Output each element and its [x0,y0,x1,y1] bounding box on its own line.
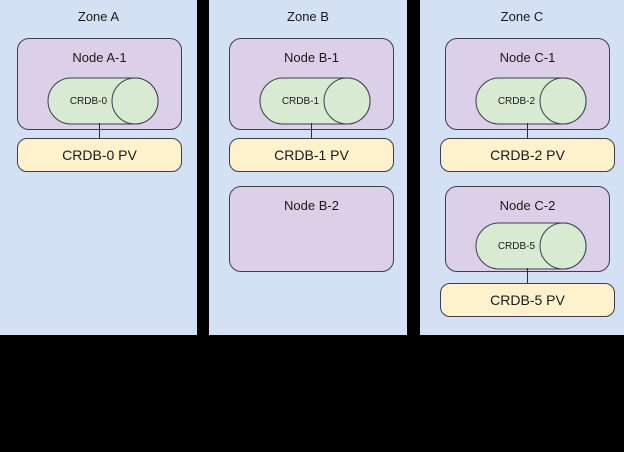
pod-crdb-1[interactable]: CRDB-1 [259,77,371,125]
cylinder-icon [475,77,587,125]
node-a-1-title: Node A-1 [72,50,127,65]
zone-b: Zone B Node B-1 CRDB-1 CRDB-1 PV Node B-… [209,0,407,335]
pv-crdb-1-label: CRDB-1 PV [274,146,349,163]
pv-crdb-5[interactable]: CRDB-5 PV [440,283,615,317]
cylinder-icon [47,77,159,125]
zone-c: Zone C Node C-1 CRDB-2 CRDB-2 PV Node C-… [420,0,624,335]
pv-crdb-0[interactable]: CRDB-0 PV [17,138,182,172]
zone-a-title: Zone A [77,9,120,24]
node-c-1-title: Node C-1 [499,50,556,65]
connector-node-a-1-to-pv [99,123,100,139]
node-c-2[interactable]: Node C-2 CRDB-5 [445,186,610,272]
node-c-2-title: Node C-2 [499,198,556,213]
node-c-1[interactable]: Node C-1 CRDB-2 [445,38,610,130]
pod-crdb-0[interactable]: CRDB-0 [47,77,159,125]
node-b-2-title: Node B-2 [284,198,339,213]
connector-node-c-1-to-pv [527,123,528,139]
pod-crdb-2[interactable]: CRDB-2 [475,77,587,125]
pod-crdb-5[interactable]: CRDB-5 [475,222,587,270]
pv-crdb-2-label: CRDB-2 PV [490,146,565,163]
pv-crdb-2[interactable]: CRDB-2 PV [440,138,615,172]
node-a-1[interactable]: Node A-1 CRDB-0 [17,38,182,130]
zone-b-title: Zone B [287,9,329,24]
node-b-1-title: Node B-1 [284,50,339,65]
connector-node-b-1-to-pv [311,123,312,139]
cylinder-icon [259,77,371,125]
cylinder-icon [475,222,587,270]
pv-crdb-0-label: CRDB-0 PV [62,146,137,163]
zone-a: Zone A Node A-1 CRDB-0 CRDB-0 PV [0,0,197,335]
node-b-1[interactable]: Node B-1 CRDB-1 [229,38,394,130]
node-b-2[interactable]: Node B-2 [229,186,394,272]
pv-crdb-1[interactable]: CRDB-1 PV [229,138,394,172]
zone-c-title: Zone C [500,9,544,24]
pv-crdb-5-label: CRDB-5 PV [490,291,565,308]
connector-node-c-2-to-pv [527,268,528,284]
